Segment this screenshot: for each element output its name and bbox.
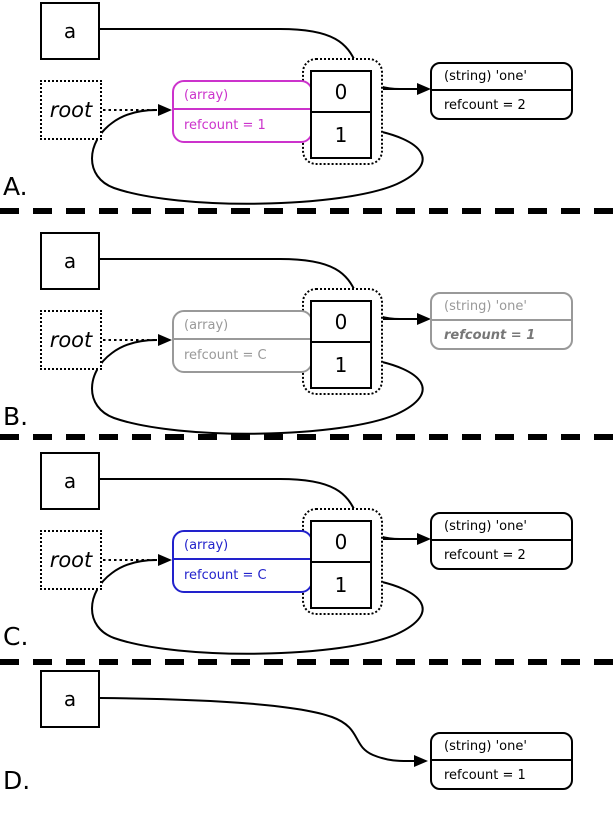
arrow-a-to-string: [99, 697, 416, 763]
variable-box: a: [40, 2, 100, 60]
root-box: root: [40, 310, 102, 370]
array-type-label: (array): [174, 532, 311, 560]
separator: [0, 659, 614, 665]
hashtable-cell-1: 1: [334, 123, 348, 147]
array-zval-box: (array) refcount = 1: [172, 80, 313, 143]
root-box: root: [40, 530, 102, 590]
panel-a: a root (array) refcount = 1 0 1 (string)…: [0, 0, 614, 212]
panel-d: a (string) 'one' refcount = 1 D.: [0, 668, 614, 814]
root-label: root: [49, 328, 93, 352]
panel-label: B.: [3, 402, 29, 431]
hashtable: 0 1: [310, 520, 372, 609]
separator: [0, 208, 614, 214]
string-zval-box: (string) 'one' refcount = 1: [430, 732, 573, 790]
panel-b: a root (array) refcount = C 0 1 (string)…: [0, 230, 614, 442]
variable-box: a: [40, 232, 100, 290]
arrowhead-string-icon: [417, 533, 431, 545]
variable-label: a: [63, 469, 77, 493]
root-label: root: [49, 548, 93, 572]
string-type-label: (string) 'one': [432, 734, 571, 761]
hashtable-cell-1: 1: [334, 573, 348, 597]
hashtable: 0 1: [310, 300, 372, 389]
string-refcount-label: refcount = 1: [444, 328, 536, 343]
array-refcount-label: refcount = C: [184, 568, 267, 583]
variable-box: a: [40, 670, 100, 728]
hashtable-cell-0: 0: [312, 302, 370, 343]
arrowhead-string-icon: [414, 755, 428, 767]
string-refcount-label: refcount = 1: [444, 768, 526, 783]
arrowhead-string-icon: [417, 83, 431, 95]
variable-label: a: [63, 687, 77, 711]
panel-c: a root (array) refcount = C 0 1 (string)…: [0, 450, 614, 662]
variable-label: a: [63, 249, 77, 273]
hashtable: 0 1: [310, 70, 372, 159]
arrowhead-string-icon: [417, 313, 431, 325]
panel-label: C.: [3, 622, 29, 651]
variable-label: a: [63, 19, 77, 43]
array-zval-box: (array) refcount = C: [172, 530, 313, 593]
array-type-label: (array): [174, 312, 311, 340]
array-refcount-label: refcount = C: [184, 348, 267, 363]
panel-label: A.: [3, 172, 28, 201]
string-zval-box: (string) 'one' refcount = 1: [430, 292, 573, 350]
array-refcount-label: refcount = 1: [184, 118, 266, 133]
string-type-label: (string) 'one': [432, 514, 571, 541]
root-label: root: [49, 98, 93, 122]
string-type-label: (string) 'one': [432, 294, 571, 321]
hashtable-cell-1: 1: [334, 353, 348, 377]
hashtable-cell-0: 0: [312, 522, 370, 563]
hashtable-cell-0: 0: [312, 72, 370, 113]
array-type-label: (array): [174, 82, 311, 110]
string-refcount-label: refcount = 2: [444, 98, 526, 113]
variable-box: a: [40, 452, 100, 510]
arrowhead-array-icon: [158, 334, 172, 346]
root-box: root: [40, 80, 102, 140]
separator: [0, 434, 614, 440]
arrowhead-array-icon: [158, 554, 172, 566]
arrowhead-array-icon: [158, 104, 172, 116]
string-refcount-label: refcount = 2: [444, 548, 526, 563]
string-zval-box: (string) 'one' refcount = 2: [430, 512, 573, 570]
string-type-label: (string) 'one': [432, 64, 571, 91]
string-zval-box: (string) 'one' refcount = 2: [430, 62, 573, 120]
panel-label: D.: [3, 766, 31, 795]
array-zval-box: (array) refcount = C: [172, 310, 313, 373]
